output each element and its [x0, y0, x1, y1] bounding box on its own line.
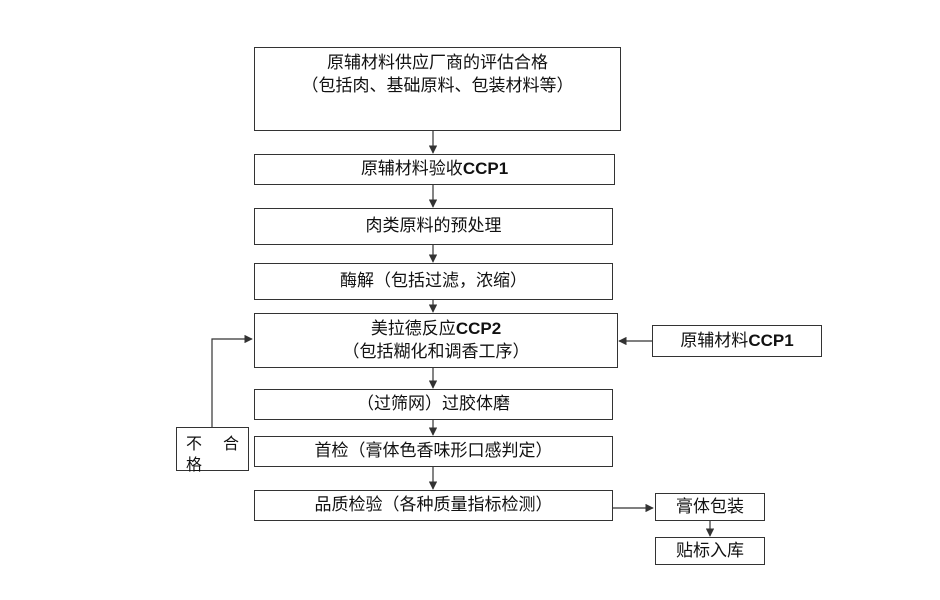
reject-char-3: 格	[186, 455, 203, 474]
side-raw-material-label: 原辅材料CCP1	[680, 330, 794, 351]
ccp-tag: CCP2	[455, 318, 502, 338]
step-colloid-mill: （过筛网）过胶体磨	[254, 389, 613, 420]
step-quality-inspection: 品质检验（各种质量指标检测）	[254, 490, 613, 521]
side-label-storage-label: 贴标入库	[676, 540, 744, 561]
step-maillard-reaction-line1: 美拉德反应CCP2	[370, 318, 502, 339]
arrow-reject-loop	[211, 334, 253, 427]
step-meat-pretreatment-label: 肉类原料的预处理	[365, 216, 502, 237]
step-raw-material-acceptance-label: 原辅材料验收CCP1	[360, 159, 509, 180]
step-first-inspection-label: 首检（膏体色香味形口感判定）	[314, 441, 553, 462]
side-paste-packaging: 膏体包装	[655, 493, 765, 521]
reject-box: 不 合 格	[176, 427, 249, 474]
side-raw-material-ccp1: 原辅材料CCP1	[652, 325, 822, 357]
ccp-tag: CCP1	[462, 159, 509, 179]
step-enzymolysis: 酶解（包括过滤，浓缩）	[254, 263, 613, 300]
step-first-inspection: 首检（膏体色香味形口感判定）	[254, 436, 613, 467]
reject-char-2: 合	[223, 434, 240, 453]
step-enzymolysis-label: 酶解（包括过滤，浓缩）	[340, 271, 527, 292]
step-meat-pretreatment: 肉类原料的预处理	[254, 208, 613, 245]
step-quality-inspection-label: 品质检验（各种质量指标检测）	[314, 495, 553, 516]
step-supplier-evaluation-line2: （包括肉、基础原料、包装材料等）	[301, 75, 574, 96]
side-label-storage: 贴标入库	[655, 537, 765, 565]
side-paste-packaging-label: 膏体包装	[676, 496, 744, 517]
ccp-tag: CCP1	[748, 330, 794, 350]
step-raw-material-acceptance: 原辅材料验收CCP1	[254, 154, 615, 185]
step-supplier-evaluation: 原辅材料供应厂商的评估合格 （包括肉、基础原料、包装材料等）	[254, 47, 621, 131]
step-supplier-evaluation-line1: 原辅材料供应厂商的评估合格	[327, 53, 548, 73]
step-maillard-reaction-line2: （包括糊化和调香工序）	[342, 341, 530, 362]
reject-char-1: 不	[186, 434, 203, 453]
step-colloid-mill-label: （过筛网）过胶体磨	[357, 394, 510, 415]
step-maillard-reaction: 美拉德反应CCP2 （包括糊化和调香工序）	[254, 313, 618, 368]
